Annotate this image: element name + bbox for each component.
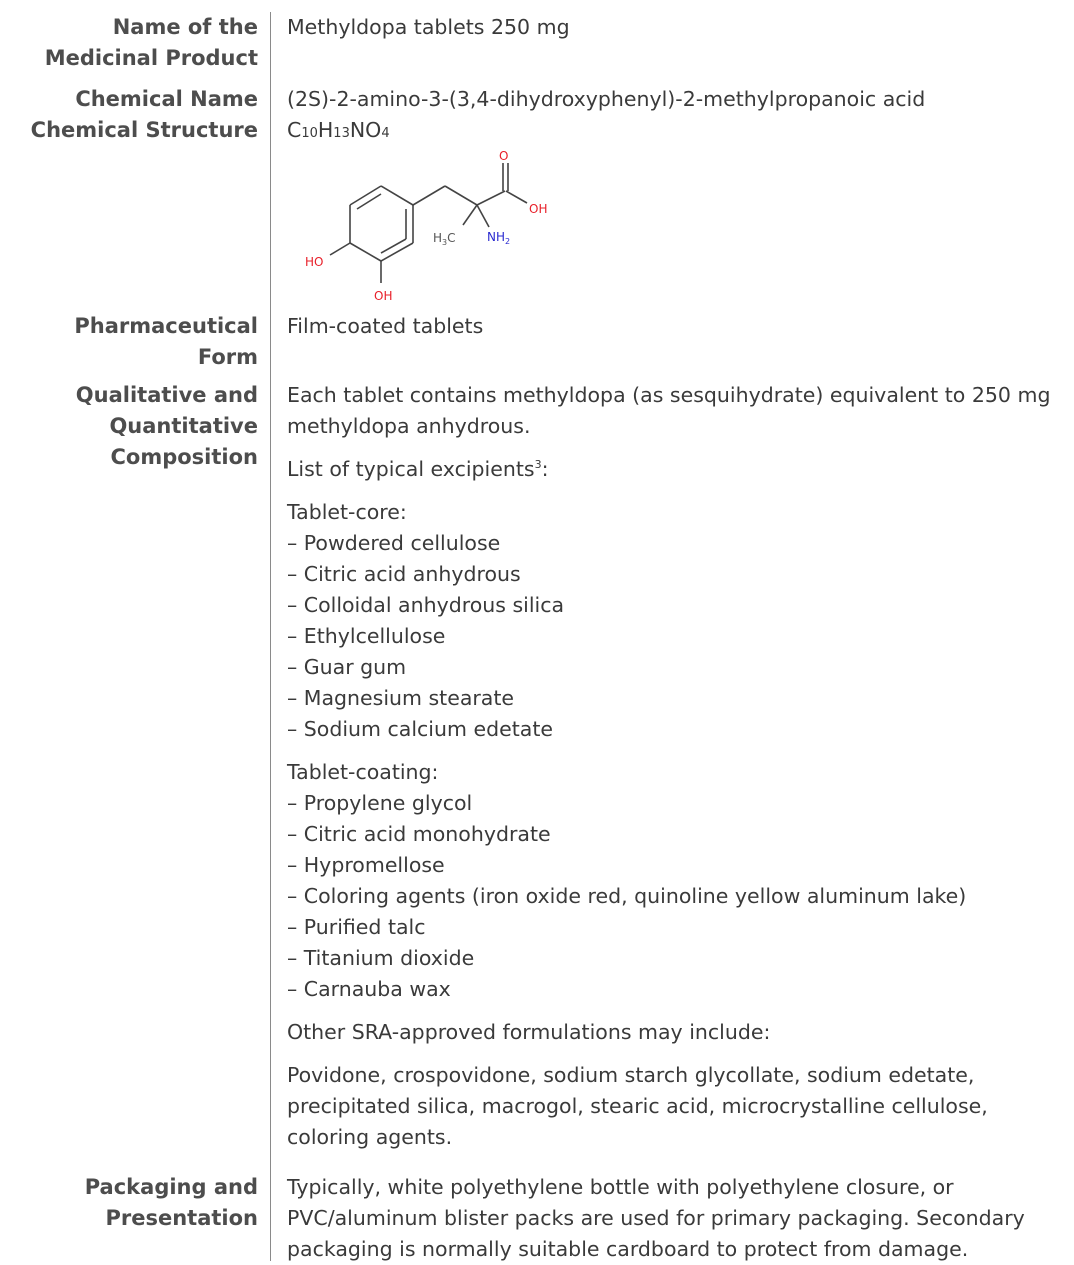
value-chemical-name: (2S)-2-amino-3-(3,4-dihydroxyphenyl)-2-m… — [287, 87, 926, 111]
label-name: Name of the Medicinal Product — [44, 15, 258, 70]
hydroxyl-ho-label: HO — [305, 255, 323, 269]
column-divider — [270, 12, 271, 1261]
label-chemical-structure: Chemical Structure — [30, 118, 258, 142]
list-item: – Citric acid monohydrate — [287, 822, 551, 846]
tablet-core-title: Tablet-core: — [287, 500, 407, 524]
list-item: – Colloidal anhydrous silica — [287, 593, 565, 617]
list-item: – Guar gum — [287, 655, 407, 679]
label-chemical-name: Chemical Name — [75, 87, 258, 111]
methyl-label: H3C — [433, 231, 456, 247]
footnote-ref: 3 — [534, 458, 542, 472]
excipients-intro: List of typical excipients3: — [287, 457, 549, 481]
methyldopa-structure-diagram: O OH HO OH H3C NH2 — [305, 149, 547, 303]
oxygen-label: O — [499, 149, 508, 163]
amine-label: NH2 — [487, 230, 510, 246]
value-formula: C10H13NO4 — [287, 118, 390, 142]
list-item: – Carnauba wax — [287, 977, 451, 1001]
tablet-coating-title: Tablet-coating: — [287, 760, 439, 784]
list-item: – Purified talc — [287, 915, 426, 939]
value-name: Methyldopa tablets 250 mg — [287, 15, 570, 39]
value-packaging: Typically, white polyethylene bottle wit… — [287, 1175, 1025, 1261]
value-pharmaceutical-form: Film-coated tablets — [287, 314, 484, 338]
composition-statement: Each tablet contains methyldopa (as sesq… — [287, 383, 1051, 438]
list-item: – Titanium dioxide — [287, 946, 475, 970]
list-item: – Sodium calcium edetate — [287, 717, 553, 741]
other-formulations-text: Povidone, crospovidone, sodium starch gl… — [287, 1063, 988, 1149]
list-item: – Citric acid anhydrous — [287, 562, 521, 586]
label-pharmaceutical-form: Pharmaceutical Form — [74, 314, 258, 369]
list-item: – Coloring agents (iron oxide red, quino… — [287, 884, 967, 908]
carboxyl-oh-label: OH — [529, 202, 547, 216]
list-item: – Magnesium stearate — [287, 686, 515, 710]
value-composition: Each tablet contains methyldopa (as sesq… — [287, 380, 1067, 1153]
label-packaging: Packaging and Presentation — [84, 1175, 258, 1230]
list-item: – Propylene glycol — [287, 791, 473, 815]
list-item: – Ethylcellulose — [287, 624, 446, 648]
list-item: – Powdered cellulose — [287, 531, 501, 555]
label-composition: Qualitative and Quantitative Composition — [75, 383, 258, 469]
hydroxyl-oh-label: OH — [374, 289, 392, 303]
other-formulations-intro: Other SRA-approved formulations may incl… — [287, 1020, 771, 1044]
structure-bonds — [329, 163, 528, 283]
list-item: – Hypromellose — [287, 853, 445, 877]
